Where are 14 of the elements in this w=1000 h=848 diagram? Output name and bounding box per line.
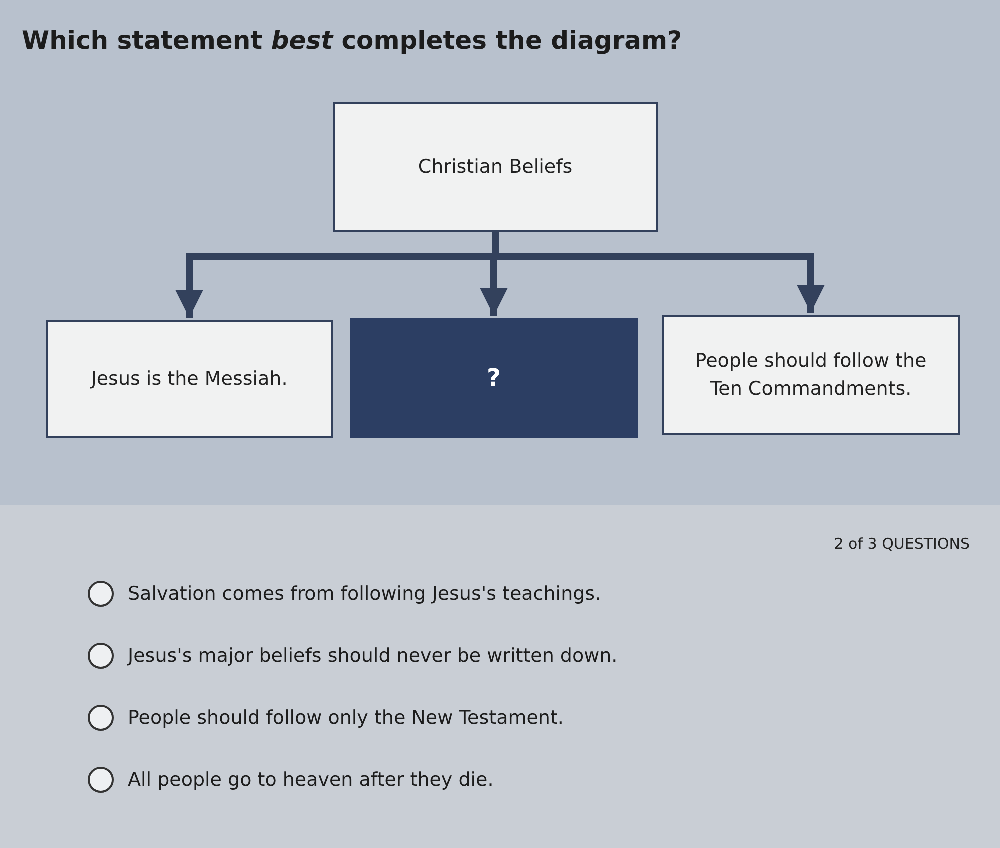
belief-box [662, 315, 960, 435]
answer-box [350, 318, 638, 438]
answer-option: People should follow only the New Testament. [128, 704, 564, 732]
answer-option: Jesus's major beliefs should never be written down. [128, 642, 618, 670]
box-text: ? [487, 364, 501, 392]
box-text: Christian Beliefs [418, 155, 573, 180]
question-title: Which statement best completes the diagram? [22, 25, 682, 57]
belief-box [46, 320, 333, 438]
answer-option: Salvation comes from following Jesus's teachings. [128, 580, 602, 608]
question-counter: 2 of 3 QUESTIONS [833, 534, 970, 555]
box-text: Jesus is the Messiah. [91, 367, 288, 392]
belief-box [333, 102, 658, 232]
box-text: People should follow the Ten Commandments. [694, 349, 928, 402]
answer-option: All people go to heaven after they die. [128, 766, 494, 794]
